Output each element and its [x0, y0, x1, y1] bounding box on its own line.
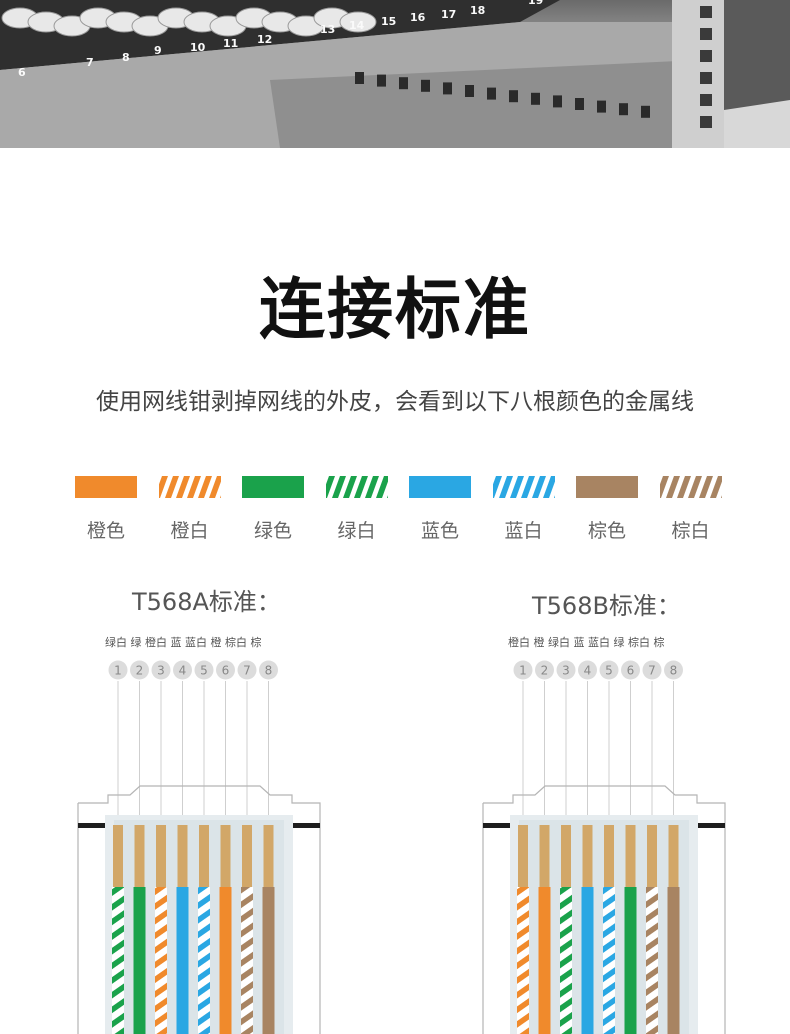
- pin-number: 2: [136, 664, 144, 678]
- gold-pin: [264, 825, 274, 887]
- swatch-1: 橙色: [75, 476, 137, 498]
- swatch-2: 橙白: [159, 476, 221, 498]
- gold-pin: [135, 825, 145, 887]
- solid-wire: [220, 887, 232, 1034]
- pin-number: 1: [114, 664, 122, 678]
- gold-pin: [156, 825, 166, 887]
- striped-wire: [241, 887, 253, 1034]
- gold-pin: [583, 825, 593, 887]
- swatch-label: 橙色: [65, 516, 147, 543]
- swatch-label: 绿色: [232, 516, 314, 543]
- pin-number: 5: [200, 664, 208, 678]
- port-number-label: 14: [349, 19, 365, 32]
- pin-number: 4: [179, 664, 187, 678]
- port-number-label: 18: [470, 4, 485, 17]
- gold-pin: [113, 825, 123, 887]
- solid-wire: [582, 887, 594, 1034]
- striped-wire: [517, 887, 529, 1034]
- port-number-label: 9: [154, 44, 162, 57]
- patch-panel-photo: 6 7 8 9 10 11 12 13 14 15 16 17 18 19: [0, 0, 790, 148]
- t568a-wire-order: 绿白 绿 橙白 蓝 蓝白 橙 棕白 棕: [105, 634, 261, 650]
- pin-number: 7: [243, 664, 251, 678]
- pin-number: 3: [562, 664, 570, 678]
- pin-number: 1: [519, 664, 527, 678]
- t568b-title: T568B标准：: [532, 586, 681, 621]
- wire-color-swatch: [576, 476, 638, 498]
- port-number-label: 12: [257, 33, 272, 46]
- gold-pin: [242, 825, 252, 887]
- port-number-label: 11: [223, 37, 238, 50]
- gold-pin: [540, 825, 550, 887]
- port-number-label: 7: [86, 56, 94, 69]
- port-number-label: 17: [441, 8, 456, 21]
- swatch-3: 绿色: [242, 476, 304, 498]
- gold-pin: [518, 825, 528, 887]
- page-subtitle: 使用网线钳剥掉网线的外皮，会看到以下八根颜色的金属线: [0, 386, 790, 418]
- port-number-label: 6: [18, 66, 26, 79]
- wire-color-swatch: [159, 476, 221, 498]
- wire-color-swatch: [493, 476, 555, 498]
- striped-wire: [560, 887, 572, 1034]
- page-title: 连接标准: [0, 270, 790, 350]
- swatch-label: 蓝色: [399, 516, 481, 543]
- wire-color-swatch: [326, 476, 388, 498]
- port-number-label: 16: [410, 11, 426, 24]
- solid-wire: [625, 887, 637, 1034]
- striped-wire: [155, 887, 167, 1034]
- pin-number: 4: [584, 664, 592, 678]
- wire-color-swatch: [75, 476, 137, 498]
- port-number-label: 15: [381, 15, 396, 28]
- solid-wire: [177, 887, 189, 1034]
- swatch-4: 绿白: [326, 476, 388, 498]
- swatch-label: 棕白: [650, 516, 732, 543]
- swatch-label: 蓝白: [483, 516, 565, 543]
- pin-number: 5: [605, 664, 613, 678]
- gold-pin: [199, 825, 209, 887]
- gold-pin: [604, 825, 614, 887]
- pin-number: 8: [265, 664, 273, 678]
- port-number-label: 19: [528, 0, 543, 7]
- gold-pin: [626, 825, 636, 887]
- swatch-label: 棕色: [566, 516, 648, 543]
- pin-number: 6: [627, 664, 635, 678]
- gold-pin: [561, 825, 571, 887]
- striped-wire: [198, 887, 210, 1034]
- swatch-6: 蓝白: [493, 476, 555, 498]
- striped-wire: [112, 887, 124, 1034]
- solid-wire: [668, 887, 680, 1034]
- pin-number: 6: [222, 664, 230, 678]
- pin-number: 8: [670, 664, 678, 678]
- gold-pin: [669, 825, 679, 887]
- striped-wire: [603, 887, 615, 1034]
- wire-color-swatch: [660, 476, 722, 498]
- swatch-8: 棕白: [660, 476, 722, 498]
- swatch-label: 橙白: [149, 516, 231, 543]
- wire-color-swatch: [409, 476, 471, 498]
- gold-pin: [221, 825, 231, 887]
- pin-number: 2: [541, 664, 549, 678]
- swatch-7: 棕色: [576, 476, 638, 498]
- port-number-label: 13: [320, 23, 335, 36]
- solid-wire: [134, 887, 146, 1034]
- port-number-label: 8: [122, 51, 130, 64]
- pin-number: 7: [648, 664, 656, 678]
- t568a-title: T568A标准：: [132, 582, 281, 617]
- striped-wire: [646, 887, 658, 1034]
- wire-color-swatch: [242, 476, 304, 498]
- patch-panel-illustration: 6 7 8 9 10 11 12 13 14 15 16 17 18 19: [0, 0, 790, 148]
- solid-wire: [263, 887, 275, 1034]
- swatch-5: 蓝色: [409, 476, 471, 498]
- gold-pin: [178, 825, 188, 887]
- gold-pin: [647, 825, 657, 887]
- t568b-wire-order: 橙白 橙 绿白 蓝 蓝白 绿 棕白 棕: [508, 634, 664, 650]
- pin-number: 3: [157, 664, 165, 678]
- port-number-label: 10: [190, 41, 206, 54]
- swatch-label: 绿白: [316, 516, 398, 543]
- solid-wire: [539, 887, 551, 1034]
